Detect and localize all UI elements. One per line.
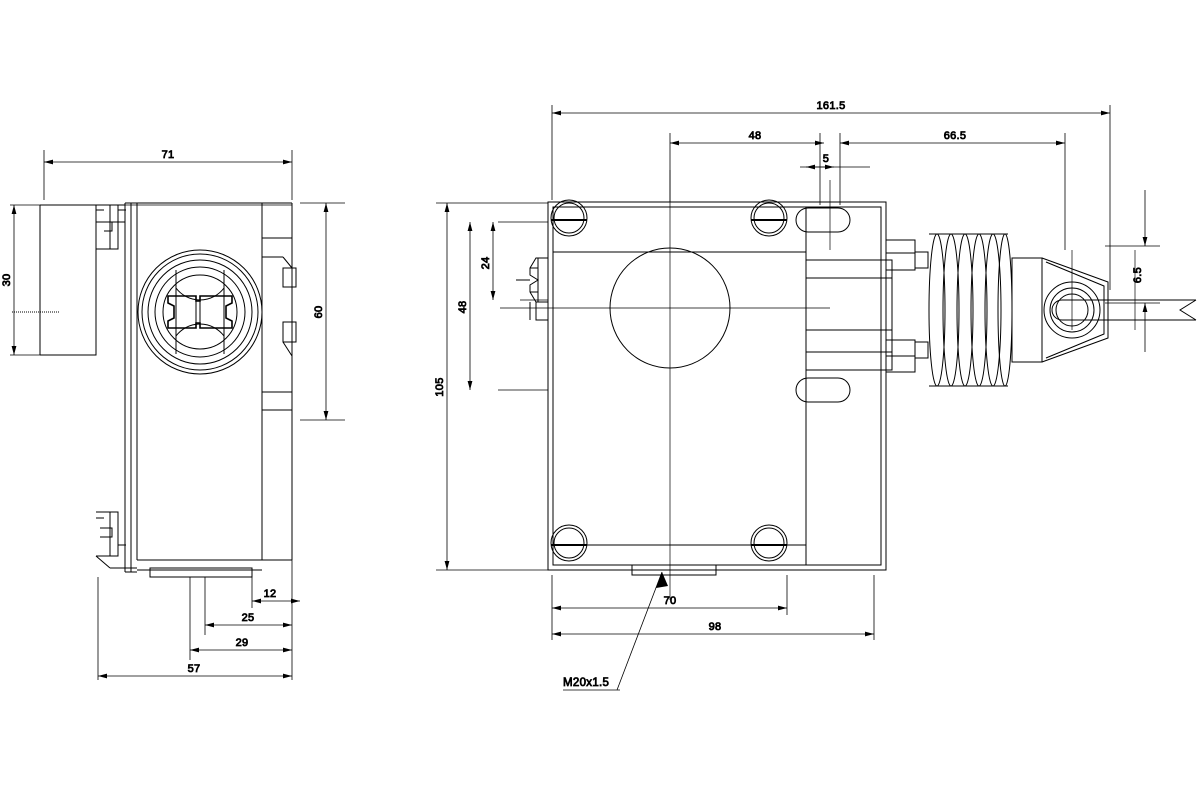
- dim-98: 98: [552, 621, 874, 637]
- enclosure-outline: [547, 201, 887, 571]
- bottom-latch-detail: [95, 511, 137, 569]
- mounting-slot-bottom: [795, 377, 851, 403]
- dim-60-text: 60: [313, 306, 325, 319]
- dim-6-5: 6.5: [1132, 190, 1148, 352]
- terminal-housing: [805, 207, 893, 565]
- dim-161-5: 161.5: [552, 100, 1110, 116]
- dim-105: 105: [434, 203, 450, 570]
- dim-30-text: 30: [1, 274, 13, 287]
- rotary-head-connector: [137, 249, 263, 375]
- dim-70-text: 70: [664, 595, 677, 607]
- dim-60: 60: [313, 203, 329, 420]
- dim-30: 30: [1, 205, 17, 355]
- dim-71-text: 71: [162, 149, 175, 161]
- dim-48-h-text: 48: [749, 130, 762, 142]
- dim-57: 57: [98, 663, 292, 679]
- dim-70: 70: [552, 595, 787, 611]
- thread-callout-leader: M20x1.5: [563, 571, 668, 691]
- dim-57-text: 57: [188, 663, 201, 675]
- dim-71: 71: [44, 149, 292, 165]
- dim-66-5: 66.5: [840, 130, 1065, 146]
- dim-161-5-text: 161.5: [816, 100, 845, 112]
- bracket-plate: [886, 239, 929, 373]
- bottom-foot-plate: [149, 567, 253, 578]
- dim-5-text: 5: [823, 153, 829, 165]
- dim-12: 12: [252, 588, 300, 604]
- corner-screw-bottom-left: [550, 524, 588, 562]
- front-view-dimension-set: 161.5 48 66.5 5 105 4: [434, 100, 1160, 691]
- housing-step-top: [262, 237, 293, 269]
- thread-callout-text: M20x1.5: [563, 677, 609, 689]
- dim-24-text: 24: [480, 257, 492, 270]
- dim-5: 5: [800, 153, 870, 170]
- left-view-dimension-set: 71 30 60 12 25 29: [1, 149, 345, 680]
- dim-24: 24: [480, 222, 496, 300]
- dim-12-text: 12: [264, 588, 277, 600]
- dim-48-v-text: 48: [457, 301, 469, 314]
- dim-29: 29: [190, 637, 292, 653]
- bellows-boot: [928, 233, 1013, 387]
- corner-screw-top-left: [550, 199, 588, 237]
- actuator-key-slot: [167, 295, 233, 329]
- dim-105-text: 105: [434, 377, 446, 396]
- front-view-centerlines: [500, 170, 1136, 600]
- dim-48-vertical: 48: [457, 222, 473, 390]
- corner-screw-top-right: [750, 199, 788, 237]
- actuator-rod: [1051, 299, 1197, 321]
- side-lug-lower: [282, 321, 297, 343]
- mounting-slot-top: [795, 207, 851, 233]
- dim-98-text: 98: [709, 621, 722, 633]
- actuator-head: [1011, 257, 1109, 363]
- dim-25-text: 25: [242, 612, 255, 624]
- side-lug-upper: [282, 267, 297, 288]
- main-housing-outline: [124, 202, 293, 573]
- dim-6-5-text: 6.5: [1132, 267, 1144, 283]
- left-side-view: [12, 202, 297, 578]
- front-view: [500, 170, 1197, 600]
- left-entry-lug: [516, 257, 549, 321]
- dim-25: 25: [205, 612, 292, 628]
- bottom-gland-boss: [631, 564, 717, 576]
- top-latch-detail: [96, 204, 126, 250]
- dim-66-5-text: 66.5: [944, 130, 967, 142]
- corner-screw-bottom-right: [750, 524, 788, 562]
- housing-step-bottom: [262, 341, 293, 560]
- dim-29-text: 29: [236, 637, 249, 649]
- dim-48-horizontal: 48: [670, 130, 824, 146]
